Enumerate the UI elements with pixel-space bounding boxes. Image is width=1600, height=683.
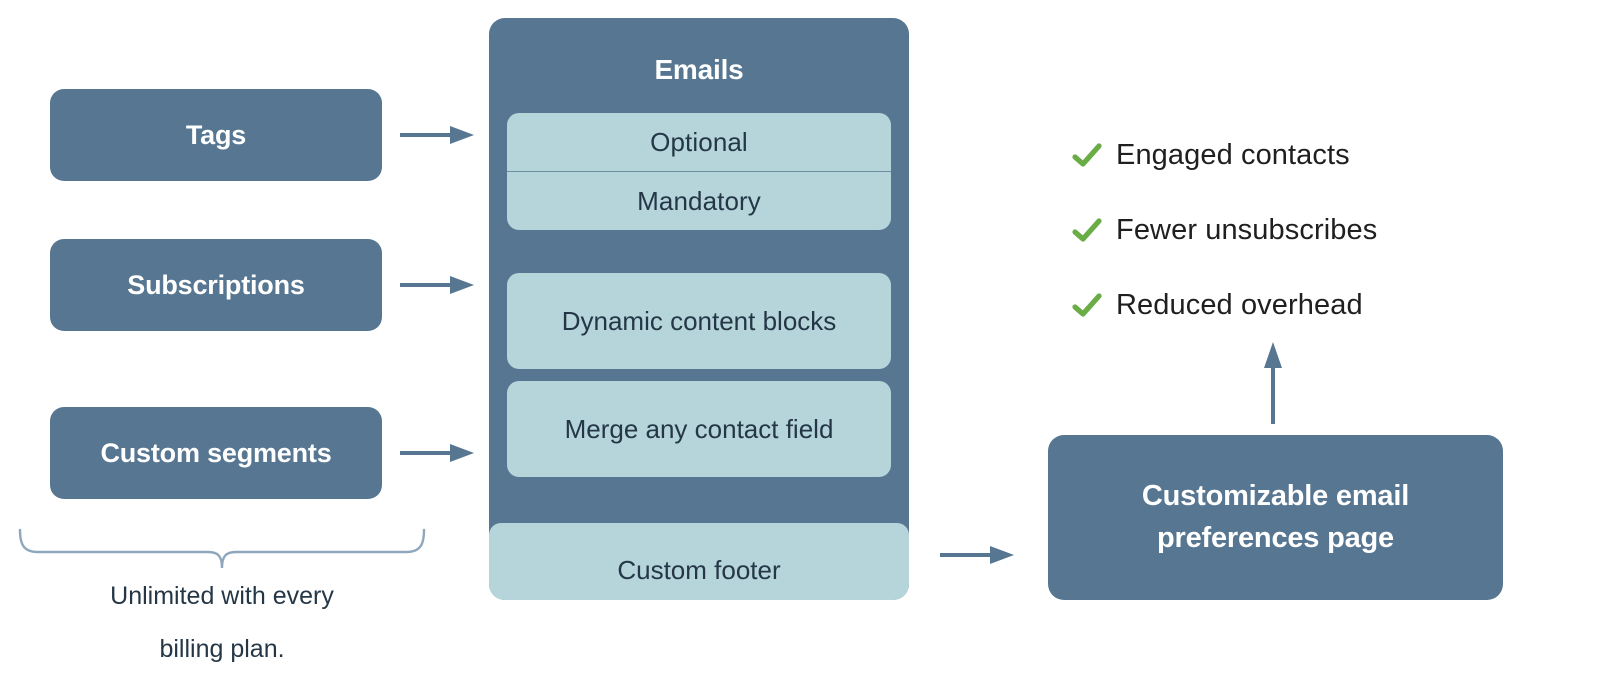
emails-block-dynamic-content-blocks[interactable]: Dynamic content blocks bbox=[507, 273, 891, 369]
arrow-right-icon-tags bbox=[400, 126, 474, 144]
preferences-box-label: Customizable email preferences page bbox=[1142, 476, 1409, 558]
brace-caption-line-2: billing plan. bbox=[159, 635, 285, 663]
benefit-item-reduced-overhead: Reduced overhead bbox=[1072, 268, 1377, 343]
benefit-item-label: Reduced overhead bbox=[1116, 289, 1363, 321]
emails-block-optional-mandatory: Optional Mandatory bbox=[507, 113, 891, 230]
arrow-right-icon-custom-segments bbox=[400, 444, 474, 462]
check-icon bbox=[1072, 142, 1116, 169]
feature-box-label: Custom segments bbox=[100, 437, 332, 468]
preferences-box-label-line-2: preferences page bbox=[1157, 521, 1394, 554]
benefits-list: Engaged contacts Fewer unsubscribes Redu… bbox=[1072, 118, 1377, 343]
feature-box-subscriptions[interactable]: Subscriptions bbox=[50, 239, 382, 331]
emails-row-mandatory[interactable]: Mandatory bbox=[507, 171, 891, 230]
feature-box-label: Subscriptions bbox=[127, 269, 305, 300]
benefit-item-label: Fewer unsubscribes bbox=[1116, 214, 1378, 246]
preferences-box-label-line-1: Customizable email bbox=[1141, 480, 1410, 513]
feature-box-tags[interactable]: Tags bbox=[50, 89, 382, 181]
arrow-right-icon-subscriptions bbox=[400, 276, 474, 294]
benefit-item-fewer-unsubscribes: Fewer unsubscribes bbox=[1072, 193, 1377, 268]
emails-row-optional[interactable]: Optional bbox=[650, 126, 748, 157]
check-icon bbox=[1072, 217, 1116, 244]
benefit-item-engaged-contacts: Engaged contacts bbox=[1072, 118, 1377, 193]
feature-box-custom-segments[interactable]: Custom segments bbox=[50, 407, 382, 499]
feature-box-label: Tags bbox=[185, 119, 247, 150]
customizable-email-preferences-box[interactable]: Customizable email preferences page bbox=[1048, 435, 1503, 600]
check-icon bbox=[1072, 292, 1116, 319]
emails-block-merge-any-contact-field[interactable]: Merge any contact field bbox=[507, 381, 891, 477]
benefit-item-label: Engaged contacts bbox=[1116, 139, 1350, 171]
arrow-up-icon-preferences-to-benefits bbox=[1264, 342, 1282, 424]
brace-caption: Unlimited with every billing plan. bbox=[18, 570, 426, 676]
arrow-right-icon-custom-footer bbox=[940, 546, 1014, 564]
brace-caption-line-1: Unlimited with every bbox=[110, 582, 334, 610]
emails-panel-title: Emails bbox=[654, 54, 744, 85]
emails-block-custom-footer[interactable]: Custom footer bbox=[489, 523, 909, 600]
curly-brace-icon bbox=[18, 528, 426, 569]
emails-panel: Emails Optional Mandatory Dynamic conten… bbox=[489, 18, 909, 600]
